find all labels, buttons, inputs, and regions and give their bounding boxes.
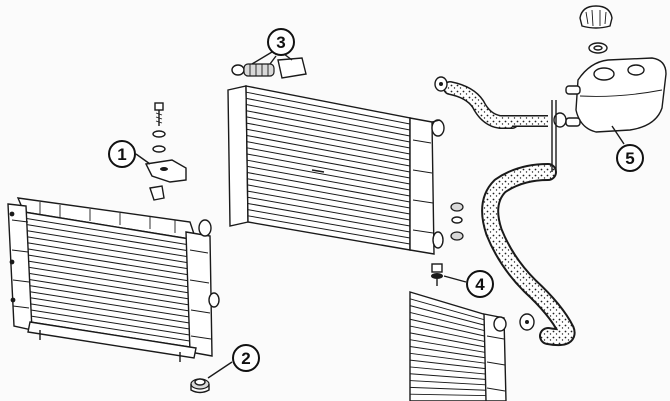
- fin-line: [409, 298, 491, 322]
- callout-5: 5: [611, 125, 644, 172]
- fin-line: [409, 332, 491, 349]
- fin-line: [409, 352, 491, 365]
- fin-line: [409, 305, 491, 328]
- fin-line: [247, 202, 411, 233]
- fin-line: [26, 266, 197, 295]
- callout-2: 2: [207, 344, 260, 379]
- fin-line: [409, 325, 491, 344]
- drain-plug: [431, 263, 443, 286]
- fin-line: [247, 196, 411, 227]
- fin-line: [409, 311, 491, 333]
- center-radiator: [227, 85, 464, 255]
- bracket-assembly: [144, 102, 187, 201]
- fin-line: [247, 172, 411, 203]
- fin-line: [29, 315, 197, 343]
- lower-radiator-fins: [409, 298, 491, 397]
- fin-line: [26, 260, 197, 289]
- fin-line: [246, 110, 411, 143]
- callout-1-label: 1: [117, 145, 126, 164]
- fin-line: [25, 248, 197, 277]
- fin-line: [25, 242, 197, 271]
- fin-line: [24, 223, 197, 253]
- callout-4-label: 4: [475, 275, 485, 294]
- left-radiator-fins: [24, 217, 197, 343]
- callout-5-label: 5: [625, 149, 634, 168]
- fin-line: [245, 91, 411, 125]
- fin-line: [24, 217, 197, 247]
- fin-line: [409, 359, 491, 370]
- fin-line: [247, 215, 411, 245]
- fin-line: [247, 165, 411, 197]
- top-mount-parts: [231, 57, 307, 79]
- fin-line: [246, 104, 411, 137]
- expansion-tank: [565, 5, 667, 133]
- bottom-mount-grommet: [190, 378, 210, 394]
- fin-line: [28, 297, 197, 325]
- coolant-hoses: [434, 76, 576, 347]
- callout-1: 1: [108, 140, 151, 168]
- fin-line: [28, 303, 197, 331]
- fin-line: [246, 128, 411, 161]
- fin-line: [246, 147, 411, 179]
- fin-line: [409, 318, 491, 338]
- left-radiator: [7, 197, 220, 362]
- fin-line: [27, 278, 197, 307]
- fin-line: [246, 153, 411, 185]
- fin-line: [26, 254, 197, 283]
- fin-line: [247, 178, 411, 209]
- callout-3: 3: [251, 28, 295, 65]
- fin-line: [246, 141, 411, 173]
- fin-line: [247, 190, 411, 221]
- fin-line: [29, 309, 197, 337]
- fin-line: [409, 339, 491, 354]
- fin-line: [246, 116, 411, 149]
- lower-partial-radiator: [409, 291, 507, 401]
- fin-line: [24, 229, 197, 259]
- fin-line: [409, 346, 491, 359]
- fin-line: [247, 184, 411, 215]
- fin-line: [409, 366, 491, 375]
- fin-line: [27, 272, 197, 301]
- fin-line: [246, 134, 411, 167]
- fin-line: [27, 284, 197, 313]
- callout-3-label: 3: [276, 33, 285, 52]
- callout-2-label: 2: [241, 349, 250, 368]
- callout-4: 4: [443, 270, 494, 298]
- fin-line: [409, 380, 491, 386]
- fin-line: [28, 290, 197, 319]
- fin-line: [247, 209, 411, 239]
- fin-line: [247, 159, 411, 191]
- fin-line: [409, 393, 491, 397]
- fin-line: [246, 97, 411, 131]
- fin-line: [25, 235, 197, 265]
- fin-line: [409, 373, 491, 381]
- center-radiator-fins: [245, 91, 411, 245]
- fin-line: [409, 386, 491, 391]
- fin-line: [246, 122, 411, 155]
